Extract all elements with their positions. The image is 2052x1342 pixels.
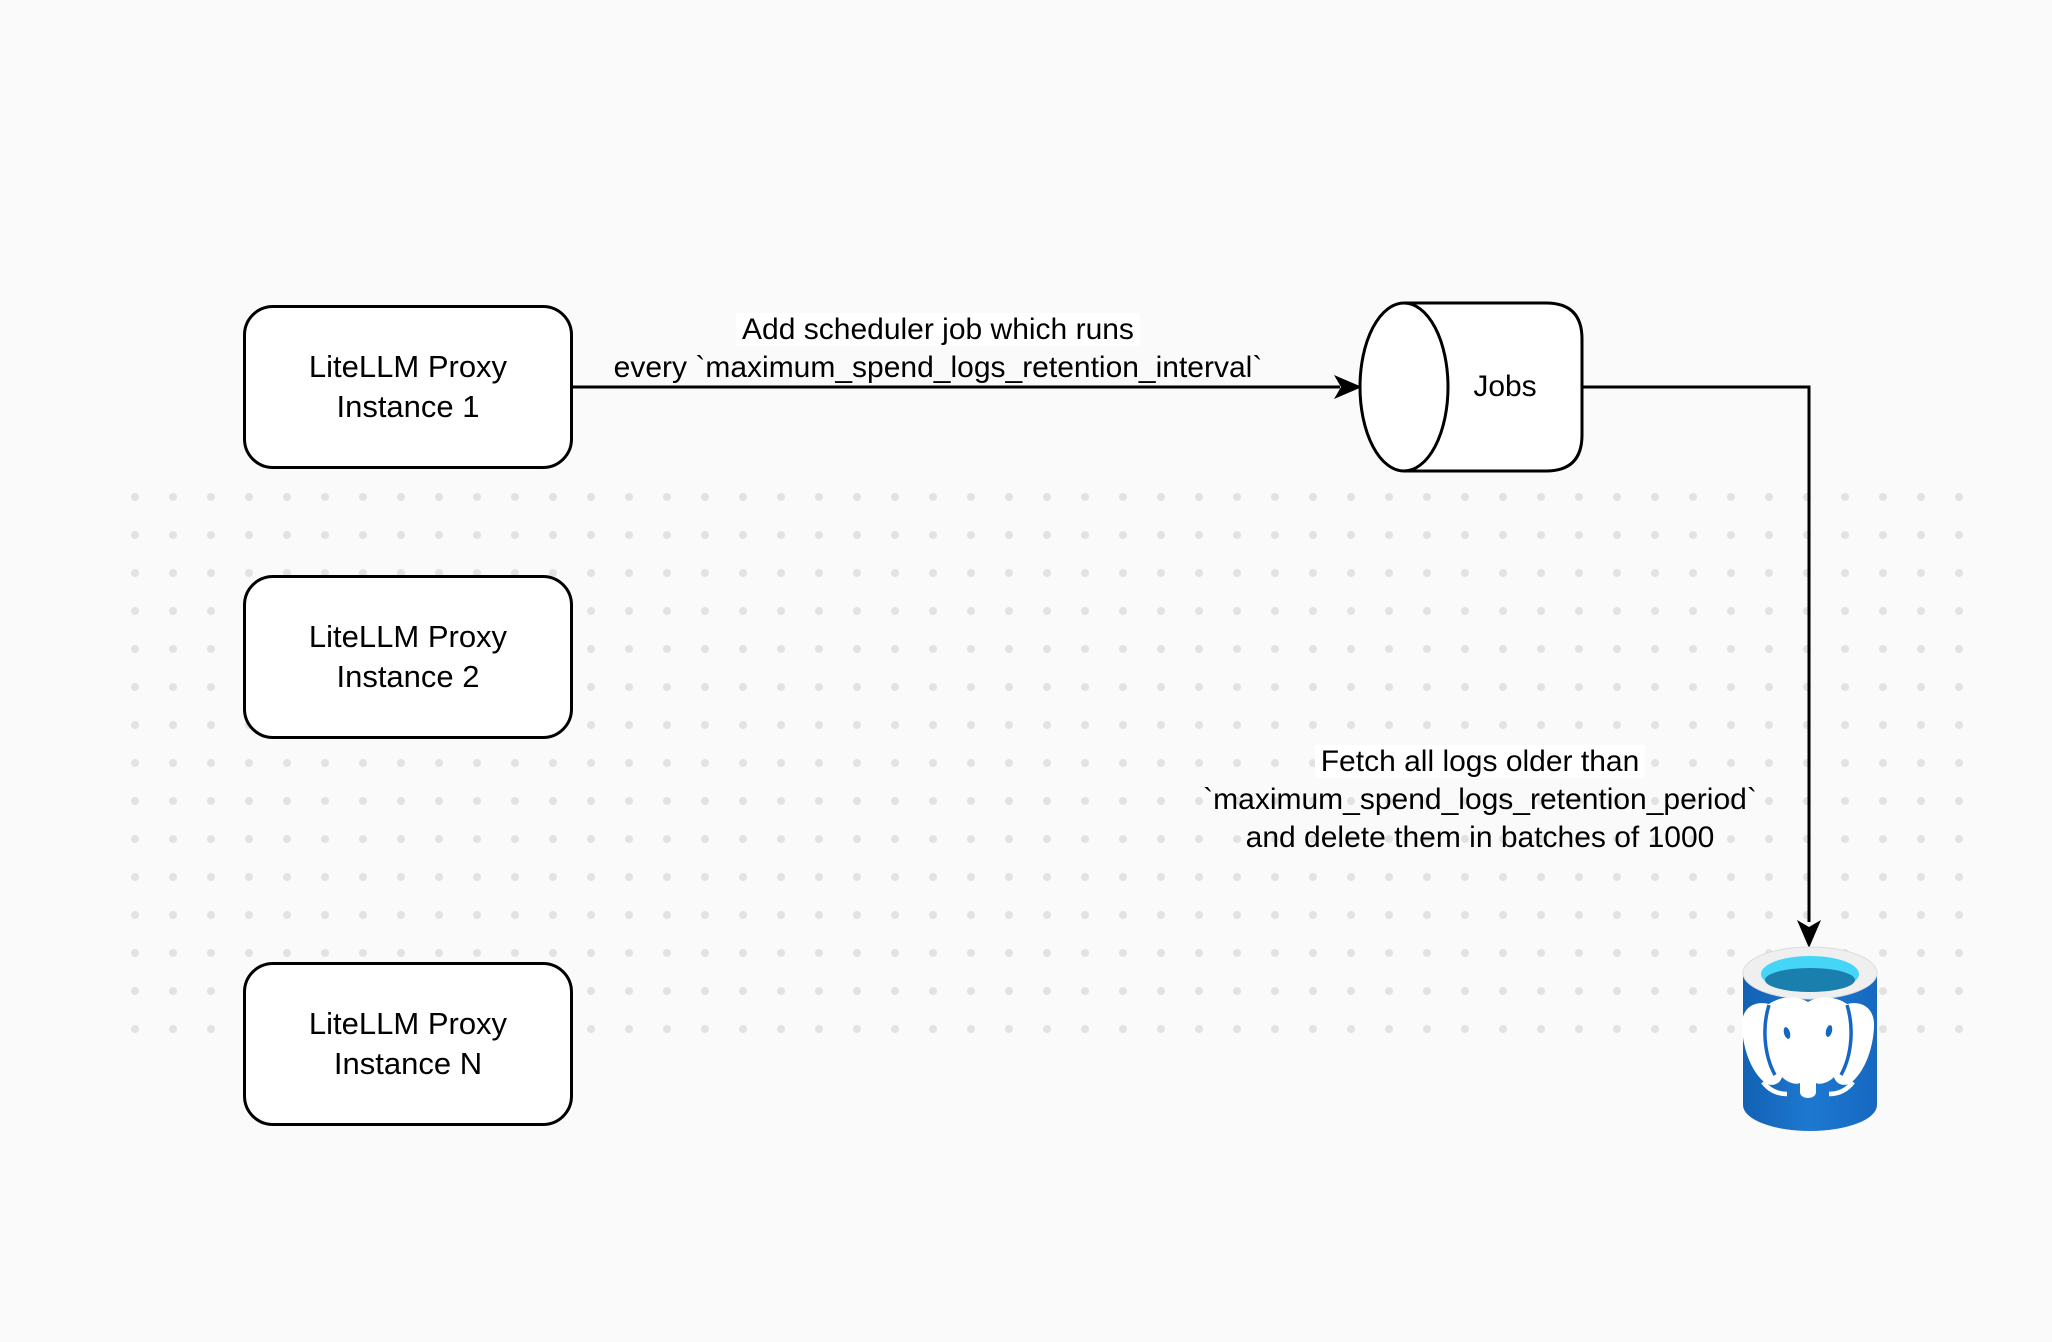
db-elephant-icon [1741, 997, 1875, 1098]
jobs-queue-label: Jobs [1473, 370, 1537, 403]
arrowhead-down-icon [1797, 920, 1821, 948]
node-litellm-proxy-instance-1: LiteLLM Proxy Instance 1 [243, 305, 573, 469]
postgresql-database-icon [1741, 946, 1878, 1131]
edge-fetch-arrow [1582, 385, 1821, 948]
node-litellm-proxy-instance-2: LiteLLM Proxy Instance 2 [243, 575, 573, 739]
edge-label-line: and delete them in batches of 1000 [1245, 821, 1715, 854]
arrowhead-right-icon [1334, 375, 1362, 399]
edge-label-line: Fetch all logs older than [1314, 745, 1646, 778]
edge-scheduler-arrow [573, 375, 1362, 399]
edge-label-line: `maximum_spend_logs_retention_period` [1203, 783, 1757, 816]
db-opening-liquid [1765, 968, 1855, 992]
node-litellm-proxy-instance-n: LiteLLM Proxy Instance N [243, 962, 573, 1126]
node-label-line: LiteLLM Proxy [308, 349, 508, 384]
edge-label-line: Add scheduler job which runs [736, 313, 1140, 346]
edge-label-line: every `maximum_spend_logs_retention_inte… [613, 351, 1263, 384]
node-label-line: Instance 1 [336, 389, 480, 424]
node-label-line: Instance 2 [336, 659, 480, 694]
node-label-line: Instance N [333, 1046, 483, 1081]
node-label-line: LiteLLM Proxy [308, 619, 508, 654]
edge-fetch-line [1582, 385, 1811, 922]
dot-grid-background [116, 478, 1978, 1048]
edge-label-fetch: Fetch all logs older than `maximum_spend… [1180, 743, 1780, 857]
node-label-line: LiteLLM Proxy [308, 1006, 508, 1041]
edge-label-scheduler: Add scheduler job which runs every `maxi… [598, 311, 1278, 387]
jobs-cylinder-cap [1358, 301, 1450, 473]
node-jobs-queue [1358, 301, 1584, 473]
